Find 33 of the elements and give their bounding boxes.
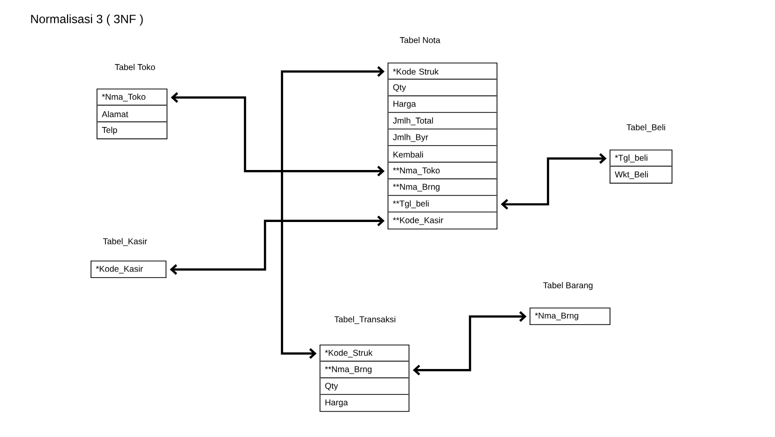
node-label: Tabel_Beli xyxy=(626,124,666,132)
node-label: Tabel Nota xyxy=(400,36,440,44)
table-row: *Tgl_beli xyxy=(610,154,672,167)
table-row: Jmlh_Byr xyxy=(388,134,497,146)
table-row: Qty xyxy=(320,382,409,395)
table-row: *Nma_Toko xyxy=(97,94,167,106)
table-row: **Tgl_beli xyxy=(388,200,497,212)
table-row: **Kode_Kasir xyxy=(392,216,444,225)
table-row: Qty xyxy=(388,84,497,96)
table-row: *Nma_Brng xyxy=(534,312,578,320)
node-label: Tabel Toko xyxy=(114,64,155,70)
node-label: Tabel_Transaksi xyxy=(334,316,396,324)
table-row: Alamat xyxy=(97,110,167,122)
table-row: *Kode Struk xyxy=(388,68,497,80)
arrow xyxy=(170,216,385,275)
table-row: **Nma_Brng xyxy=(320,366,409,378)
table-row: Jmlh_Total xyxy=(388,117,497,130)
node-label: Tabel_Kasir xyxy=(102,238,148,246)
arrow xyxy=(170,92,385,176)
table-row: *Kode_Kasir xyxy=(96,266,143,274)
arrow xyxy=(500,153,607,210)
table-row: Harga xyxy=(326,400,348,408)
table-row: Harga xyxy=(388,100,497,113)
table-row: Kembali xyxy=(388,151,497,163)
arrow xyxy=(280,66,385,359)
node-label: Tabel Barang xyxy=(543,282,592,290)
page-title: Normalisasi 3 ( 3NF ) xyxy=(31,14,143,26)
table-row: Telp xyxy=(102,126,118,135)
table-row: Wkt_Beli xyxy=(614,171,648,180)
table-row: **Nma_Toko xyxy=(388,167,497,180)
arrow xyxy=(412,311,527,376)
table-row: *Kode_Struk xyxy=(320,350,409,362)
table-row: **Nma_Brng xyxy=(388,184,497,196)
